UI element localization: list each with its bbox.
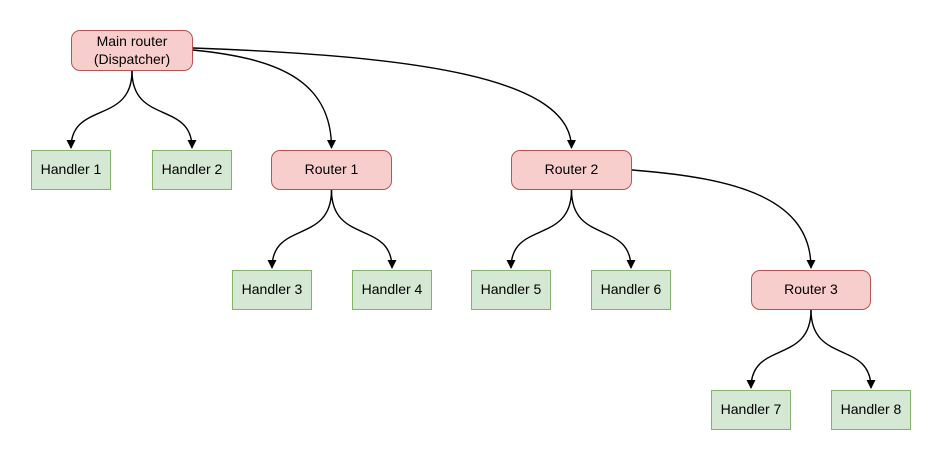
node-handler-3[interactable]: Handler 3 bbox=[232, 270, 312, 310]
node-label: Handler 8 bbox=[840, 401, 902, 418]
edge-router-3-to-handler-8 bbox=[810, 309, 876, 389]
edge-router-1-to-handler-4 bbox=[330, 189, 397, 269]
node-label: Handler 4 bbox=[361, 281, 423, 298]
node-handler-4[interactable]: Handler 4 bbox=[352, 270, 432, 310]
node-label: Handler 3 bbox=[241, 281, 303, 298]
node-handler-6[interactable]: Handler 6 bbox=[591, 270, 671, 310]
edges-group bbox=[66, 47, 876, 389]
edge-router-2-to-handler-6 bbox=[570, 189, 636, 269]
node-router-1[interactable]: Router 1 bbox=[271, 150, 392, 190]
edge-main-router-to-router-2 bbox=[192, 47, 576, 149]
node-label: Main router (Dispatcher) bbox=[93, 33, 171, 67]
node-router-2[interactable]: Router 2 bbox=[511, 150, 632, 190]
node-label: Router 3 bbox=[784, 281, 838, 298]
node-label: Handler 1 bbox=[40, 161, 102, 178]
node-handler-7[interactable]: Handler 7 bbox=[711, 390, 791, 430]
node-handler-1[interactable]: Handler 1 bbox=[31, 150, 111, 190]
edge-router-3-to-handler-7 bbox=[746, 309, 812, 389]
edge-router-2-to-handler-5 bbox=[506, 189, 573, 269]
node-label: Router 2 bbox=[544, 161, 599, 178]
node-label: Handler 7 bbox=[720, 401, 782, 418]
node-label: Handler 2 bbox=[161, 161, 223, 178]
node-main-router[interactable]: Main router (Dispatcher) bbox=[71, 30, 193, 71]
edge-main-router-to-router-1 bbox=[192, 49, 336, 149]
node-handler-2[interactable]: Handler 2 bbox=[152, 150, 232, 190]
edge-main-router-to-handler-1 bbox=[66, 70, 133, 149]
node-router-3[interactable]: Router 3 bbox=[751, 270, 871, 310]
node-handler-8[interactable]: Handler 8 bbox=[831, 390, 911, 430]
edge-router-2-to-router-3 bbox=[631, 169, 816, 269]
edge-router-1-to-handler-3 bbox=[267, 189, 333, 269]
edge-main-router-to-handler-2 bbox=[131, 70, 197, 149]
node-label: Router 1 bbox=[304, 161, 359, 178]
node-label: Handler 5 bbox=[480, 281, 542, 298]
node-label: Handler 6 bbox=[600, 281, 662, 298]
node-handler-5[interactable]: Handler 5 bbox=[471, 270, 551, 310]
